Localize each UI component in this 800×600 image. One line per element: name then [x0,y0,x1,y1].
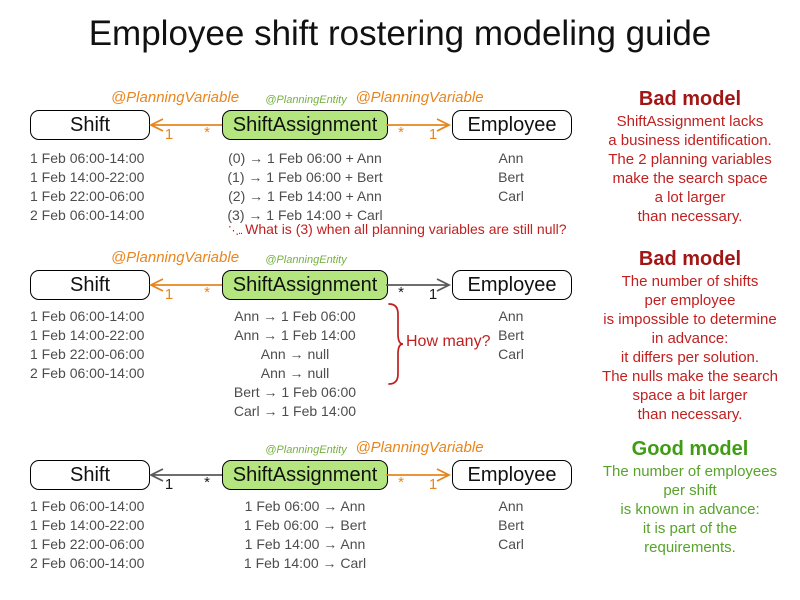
multiplicity-many: * [204,474,210,491]
association-arrow-right-icon [386,117,452,133]
shift-row: 2 Feb 06:00-14:00 [30,555,145,571]
dotted-leader-icon: ⋱.. [228,225,243,237]
annotation-planning-variable: @PlanningVariable [110,249,240,266]
annotation-planning-variable: @PlanningVariable [110,89,240,106]
assignment-row: (3) → 1 Feb 14:00 + Carl [227,207,383,223]
assignment-row: 1 Feb 14:00 → Ann [244,536,366,552]
assignment-row: (0) → 1 Feb 06:00 + Ann [228,150,382,166]
multiplicity-one: 1 [428,476,438,493]
page-title: Employee shift rostering modeling guide [88,14,712,53]
association-arrow-right-icon [386,467,452,483]
annotation-planning-variable: @PlanningVariable [355,89,484,106]
shift-row: 2 Feb 06:00-14:00 [30,365,145,381]
assignment-row: Ann → 1 Feb 06:00 [234,308,356,324]
shiftassignment-class-box: ShiftAssignment [222,110,388,140]
employee-row: Ann [498,308,524,324]
null-question-text: What is (3) when all planning variables … [245,221,567,237]
shift-row: 2 Feb 06:00-14:00 [30,207,145,223]
model-verdict-heading: Good model [631,438,749,460]
assignment-row: Ann → null [260,365,330,381]
shiftassignment-class-box: ShiftAssignment [222,270,388,300]
shift-class-box: Shift [30,460,150,490]
shiftassignment-class-box: ShiftAssignment [222,460,388,490]
multiplicity-one: 1 [164,286,174,303]
assignment-row: 1 Feb 14:00 → Carl [243,555,367,571]
association-arrow-left-icon [148,467,222,483]
employee-row: Bert [498,327,524,343]
shift-row: 1 Feb 22:00-06:00 [30,346,145,362]
shift-row: 1 Feb 06:00-14:00 [30,498,145,514]
employee-row: Bert [498,169,524,185]
annotation-planning-entity: @PlanningEntity [265,94,347,106]
employee-row: Carl [498,536,524,552]
model-verdict-text: The number of shifts per employee is imp… [602,273,778,423]
employee-row: Ann [498,498,524,514]
association-arrow-left-icon [148,117,222,133]
shift-class-box: Shift [30,110,150,140]
employee-class-box: Employee [452,270,572,300]
assignment-row: Carl → 1 Feb 14:00 [233,403,357,419]
shift-row: 1 Feb 22:00-06:00 [30,536,145,552]
association-arrow-left-icon [148,277,222,293]
assignment-row: (2) → 1 Feb 14:00 + Ann [228,188,382,204]
assignment-row: Ann → 1 Feb 14:00 [234,327,356,343]
shift-row: 1 Feb 22:00-06:00 [30,188,145,204]
multiplicity-one: 1 [164,126,174,143]
assignment-row: (1) → 1 Feb 06:00 + Bert [227,169,383,185]
multiplicity-many: * [398,124,404,141]
multiplicity-many: * [204,124,210,141]
multiplicity-many: * [398,474,404,491]
assignment-row: 1 Feb 06:00 → Bert [243,517,367,533]
shift-class-box: Shift [30,270,150,300]
annotation-planning-entity: @PlanningEntity [265,444,347,456]
model-verdict-heading: Bad model [638,88,742,110]
multiplicity-one: 1 [428,126,438,143]
employee-row: Ann [498,150,524,166]
shift-row: 1 Feb 14:00-22:00 [30,327,145,343]
multiplicity-one: 1 [428,286,438,303]
employee-row: Carl [498,346,524,362]
assignment-row: Bert → 1 Feb 06:00 [233,384,357,400]
association-arrow-right-icon [386,277,452,293]
model-verdict-text: ShiftAssignment lacks a business identif… [608,113,772,225]
how-many-label: How many? [406,333,491,350]
multiplicity-many: * [398,284,404,301]
annotation-planning-variable: @PlanningVariable [355,439,484,456]
shift-row: 1 Feb 06:00-14:00 [30,308,145,324]
employee-class-box: Employee [452,460,572,490]
model-verdict-text: The number of employees per shift is kno… [602,463,778,556]
null-question-note: ⋱..What is (3) when all planning variabl… [228,221,567,237]
annotation-planning-entity: @PlanningEntity [265,254,347,266]
model-verdict-heading: Bad model [638,248,742,270]
employee-row: Bert [498,517,524,533]
employee-class-box: Employee [452,110,572,140]
shift-row: 1 Feb 06:00-14:00 [30,150,145,166]
shift-row: 1 Feb 14:00-22:00 [30,517,145,533]
employee-row: Carl [498,188,524,204]
assignment-row: 1 Feb 06:00 → Ann [244,498,366,514]
multiplicity-many: * [204,284,210,301]
multiplicity-one: 1 [164,476,174,493]
shift-row: 1 Feb 14:00-22:00 [30,169,145,185]
curly-brace-icon [386,302,404,386]
assignment-row: Ann → null [260,346,330,362]
